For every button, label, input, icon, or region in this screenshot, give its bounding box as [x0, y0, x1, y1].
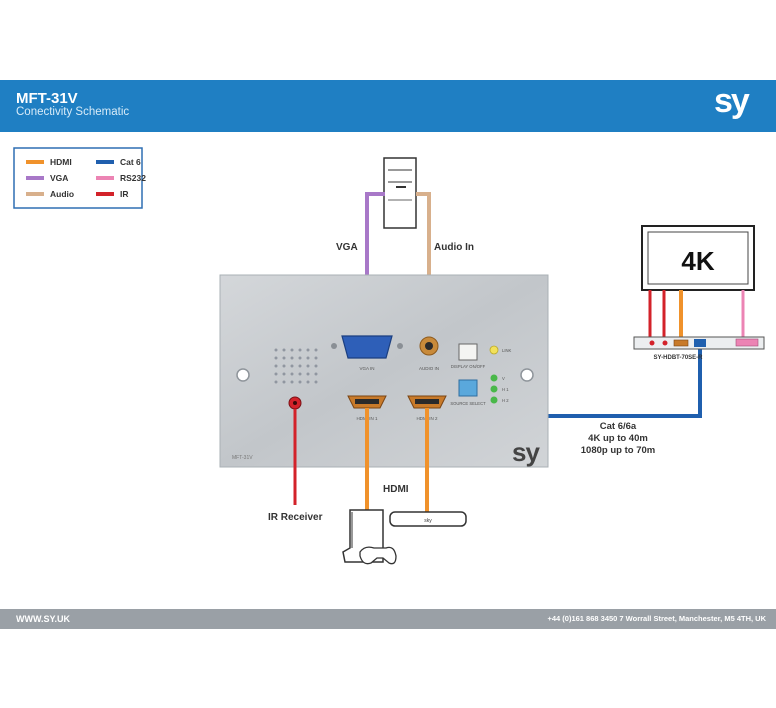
vga-port: VGA IN — [331, 335, 403, 371]
brand-logo: sy — [714, 82, 750, 120]
header-bar — [0, 80, 776, 132]
led-h1 — [490, 385, 498, 393]
display-text: 4K — [681, 246, 714, 276]
led-h1-label: H 1 — [502, 387, 509, 392]
panel-logo: sy — [512, 437, 540, 467]
led-h2-label: H 2 — [502, 398, 509, 403]
cat6-label-3: 1080p up to 70m — [581, 445, 655, 456]
streaming-box-icon: sky — [389, 511, 467, 527]
footer-website[interactable]: WWW.SY.UK — [16, 614, 70, 624]
link-led-label: LINK — [502, 348, 512, 353]
legend-item-cat6: Cat 6 — [96, 157, 141, 167]
legend-label-audio: Audio — [50, 189, 74, 199]
svg-text:sky: sky — [424, 518, 432, 524]
panel-model-label: MFT-31V — [232, 455, 253, 461]
legend-label-ir: IR — [120, 189, 129, 199]
pc-tower-icon — [383, 157, 417, 229]
receiver-unit: SY-HDBT-70SE-R — [633, 336, 765, 361]
led-v — [490, 374, 498, 382]
receiver-name-label: SY-HDBT-70SE-R — [653, 355, 703, 361]
link-led — [489, 345, 499, 355]
vga-port-label: VGA IN — [359, 366, 374, 371]
led-v-label: V — [502, 376, 505, 381]
source-button-label: SOURCE SELECT — [450, 401, 486, 406]
page-title: MFT-31V — [16, 90, 78, 107]
legend-item-hdmi: HDMI — [26, 157, 72, 167]
display-4k: 4K — [641, 225, 755, 291]
legend-item-ir: IR — [96, 189, 129, 199]
wall-plate: VGA IN AUDIO IN DISPLAY ON/OFF SOURCE SE… — [219, 274, 549, 468]
cat6-label-1: Cat 6/6a — [600, 421, 637, 432]
legend-label-vga: VGA — [50, 173, 68, 183]
audio-port-label: AUDIO IN — [419, 366, 439, 371]
audio-port: AUDIO IN — [419, 336, 439, 371]
led-h2 — [490, 396, 498, 404]
ir-receiver-label: IR Receiver — [268, 512, 323, 523]
legend-item-audio: Audio — [26, 189, 74, 199]
vga-label: VGA — [336, 242, 358, 253]
footer-bar — [0, 609, 776, 629]
audio-in-label: Audio In — [434, 242, 474, 253]
cat6-label-2: 4K up to 40m — [588, 433, 648, 444]
legend-item-rs232: RS232 — [96, 173, 146, 183]
cat6-cable — [548, 340, 702, 418]
display-button-label: DISPLAY ON/OFF — [451, 364, 486, 369]
legend: HDMI Cat 6 VGA RS232 Audio IR — [13, 147, 146, 209]
hdmi-label: HDMI — [383, 484, 409, 495]
ir-sensor-grid — [274, 348, 318, 384]
page-subtitle: Conectivity Schematic — [16, 106, 130, 118]
legend-item-vga: VGA — [26, 173, 68, 183]
display-button — [458, 343, 478, 361]
legend-label-cat6: Cat 6 — [120, 157, 141, 167]
source-button — [458, 379, 478, 397]
game-console-icon — [342, 509, 397, 565]
footer-contact: +44 (0)161 868 3450 7 Worrall Street, Ma… — [547, 614, 766, 623]
legend-label-rs232: RS232 — [120, 173, 146, 183]
legend-label-hdmi: HDMI — [50, 157, 72, 167]
